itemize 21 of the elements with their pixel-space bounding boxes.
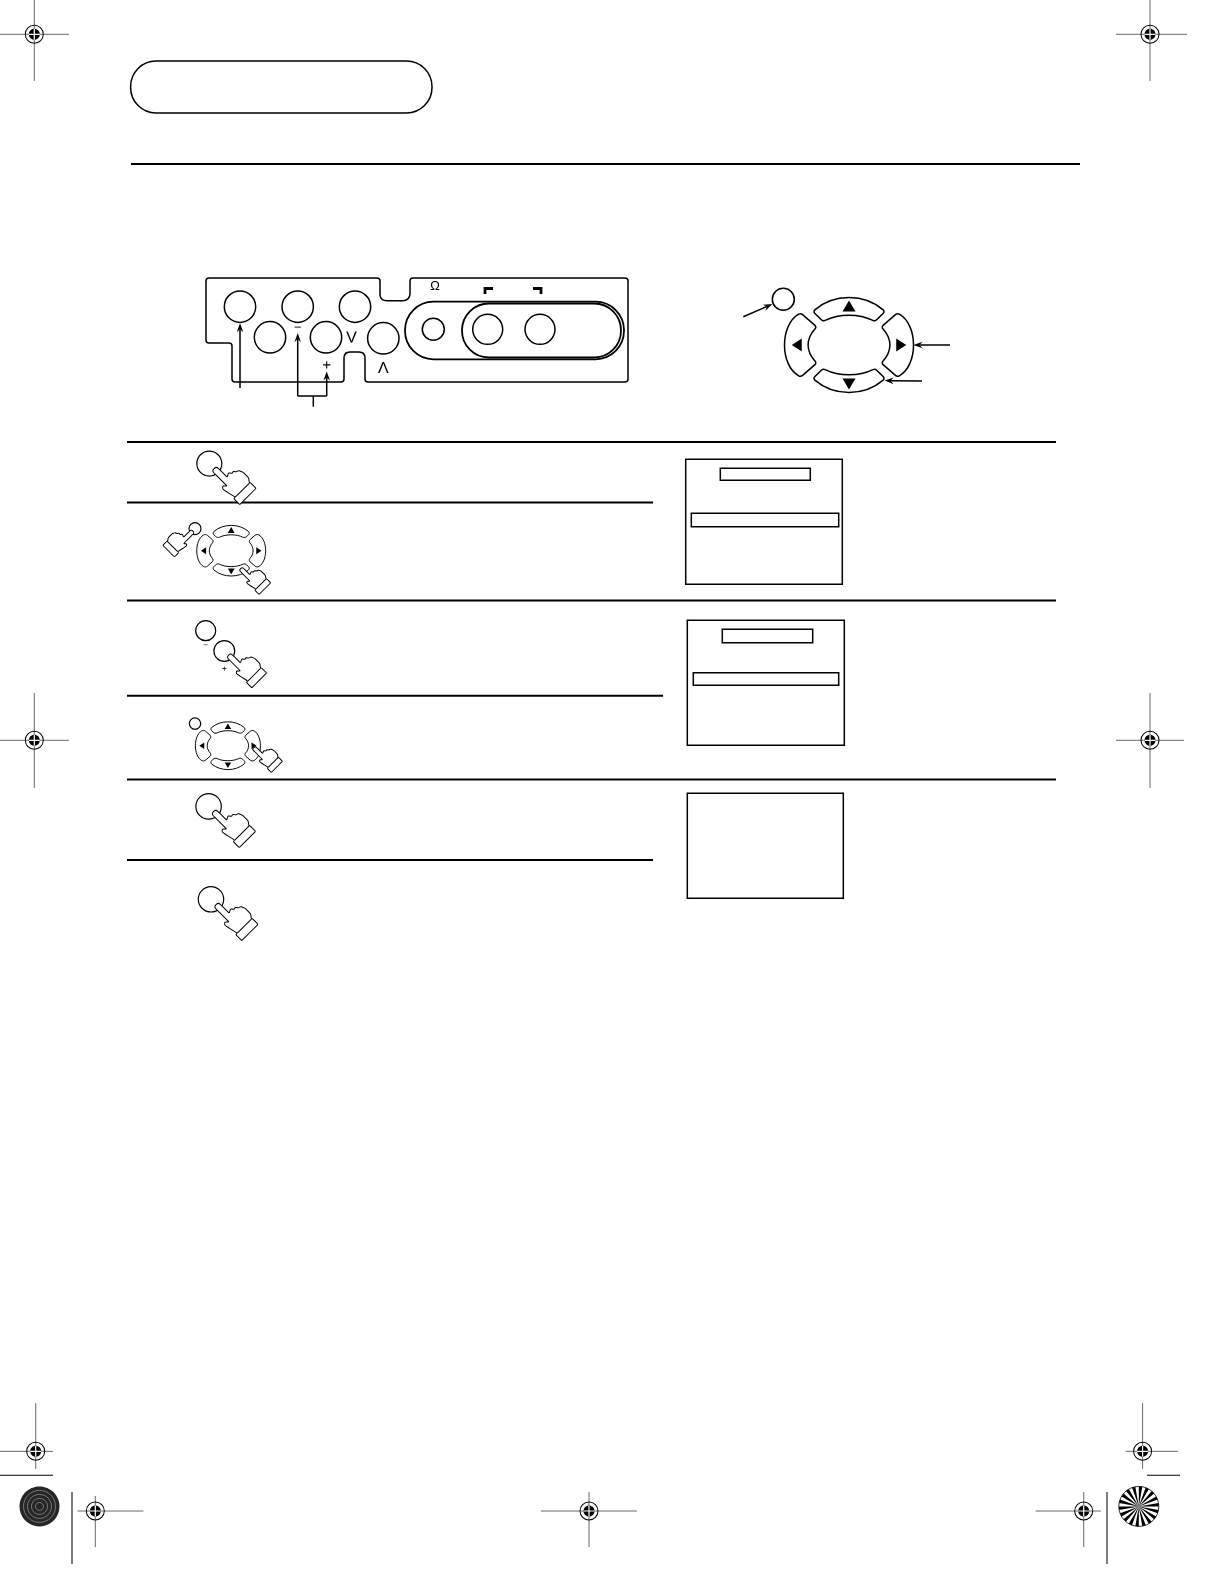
- minus-sign: −: [203, 644, 208, 646]
- panel-button: [366, 321, 400, 355]
- arrow-key: [783, 313, 817, 377]
- channel-down-sign: V: [346, 331, 357, 343]
- plus-sign: +: [323, 361, 331, 369]
- plus-sign: +: [222, 666, 227, 671]
- arrow-key: [813, 296, 885, 322]
- panel-button: [253, 320, 287, 354]
- minus-sign: −: [294, 326, 301, 328]
- panel-button: [309, 320, 343, 354]
- arrow-key: [813, 368, 885, 394]
- remote-button: [771, 287, 796, 312]
- channel-up-sign: Λ: [378, 362, 389, 373]
- headphone-sign: Ω: [430, 281, 440, 291]
- jack-socket: [421, 317, 446, 342]
- jack-socket: [524, 313, 556, 346]
- panel-button: [338, 290, 372, 324]
- arrow-key: [881, 313, 915, 377]
- panel-button: [223, 290, 257, 324]
- panel-button: [281, 290, 315, 324]
- jack-socket: [471, 313, 504, 346]
